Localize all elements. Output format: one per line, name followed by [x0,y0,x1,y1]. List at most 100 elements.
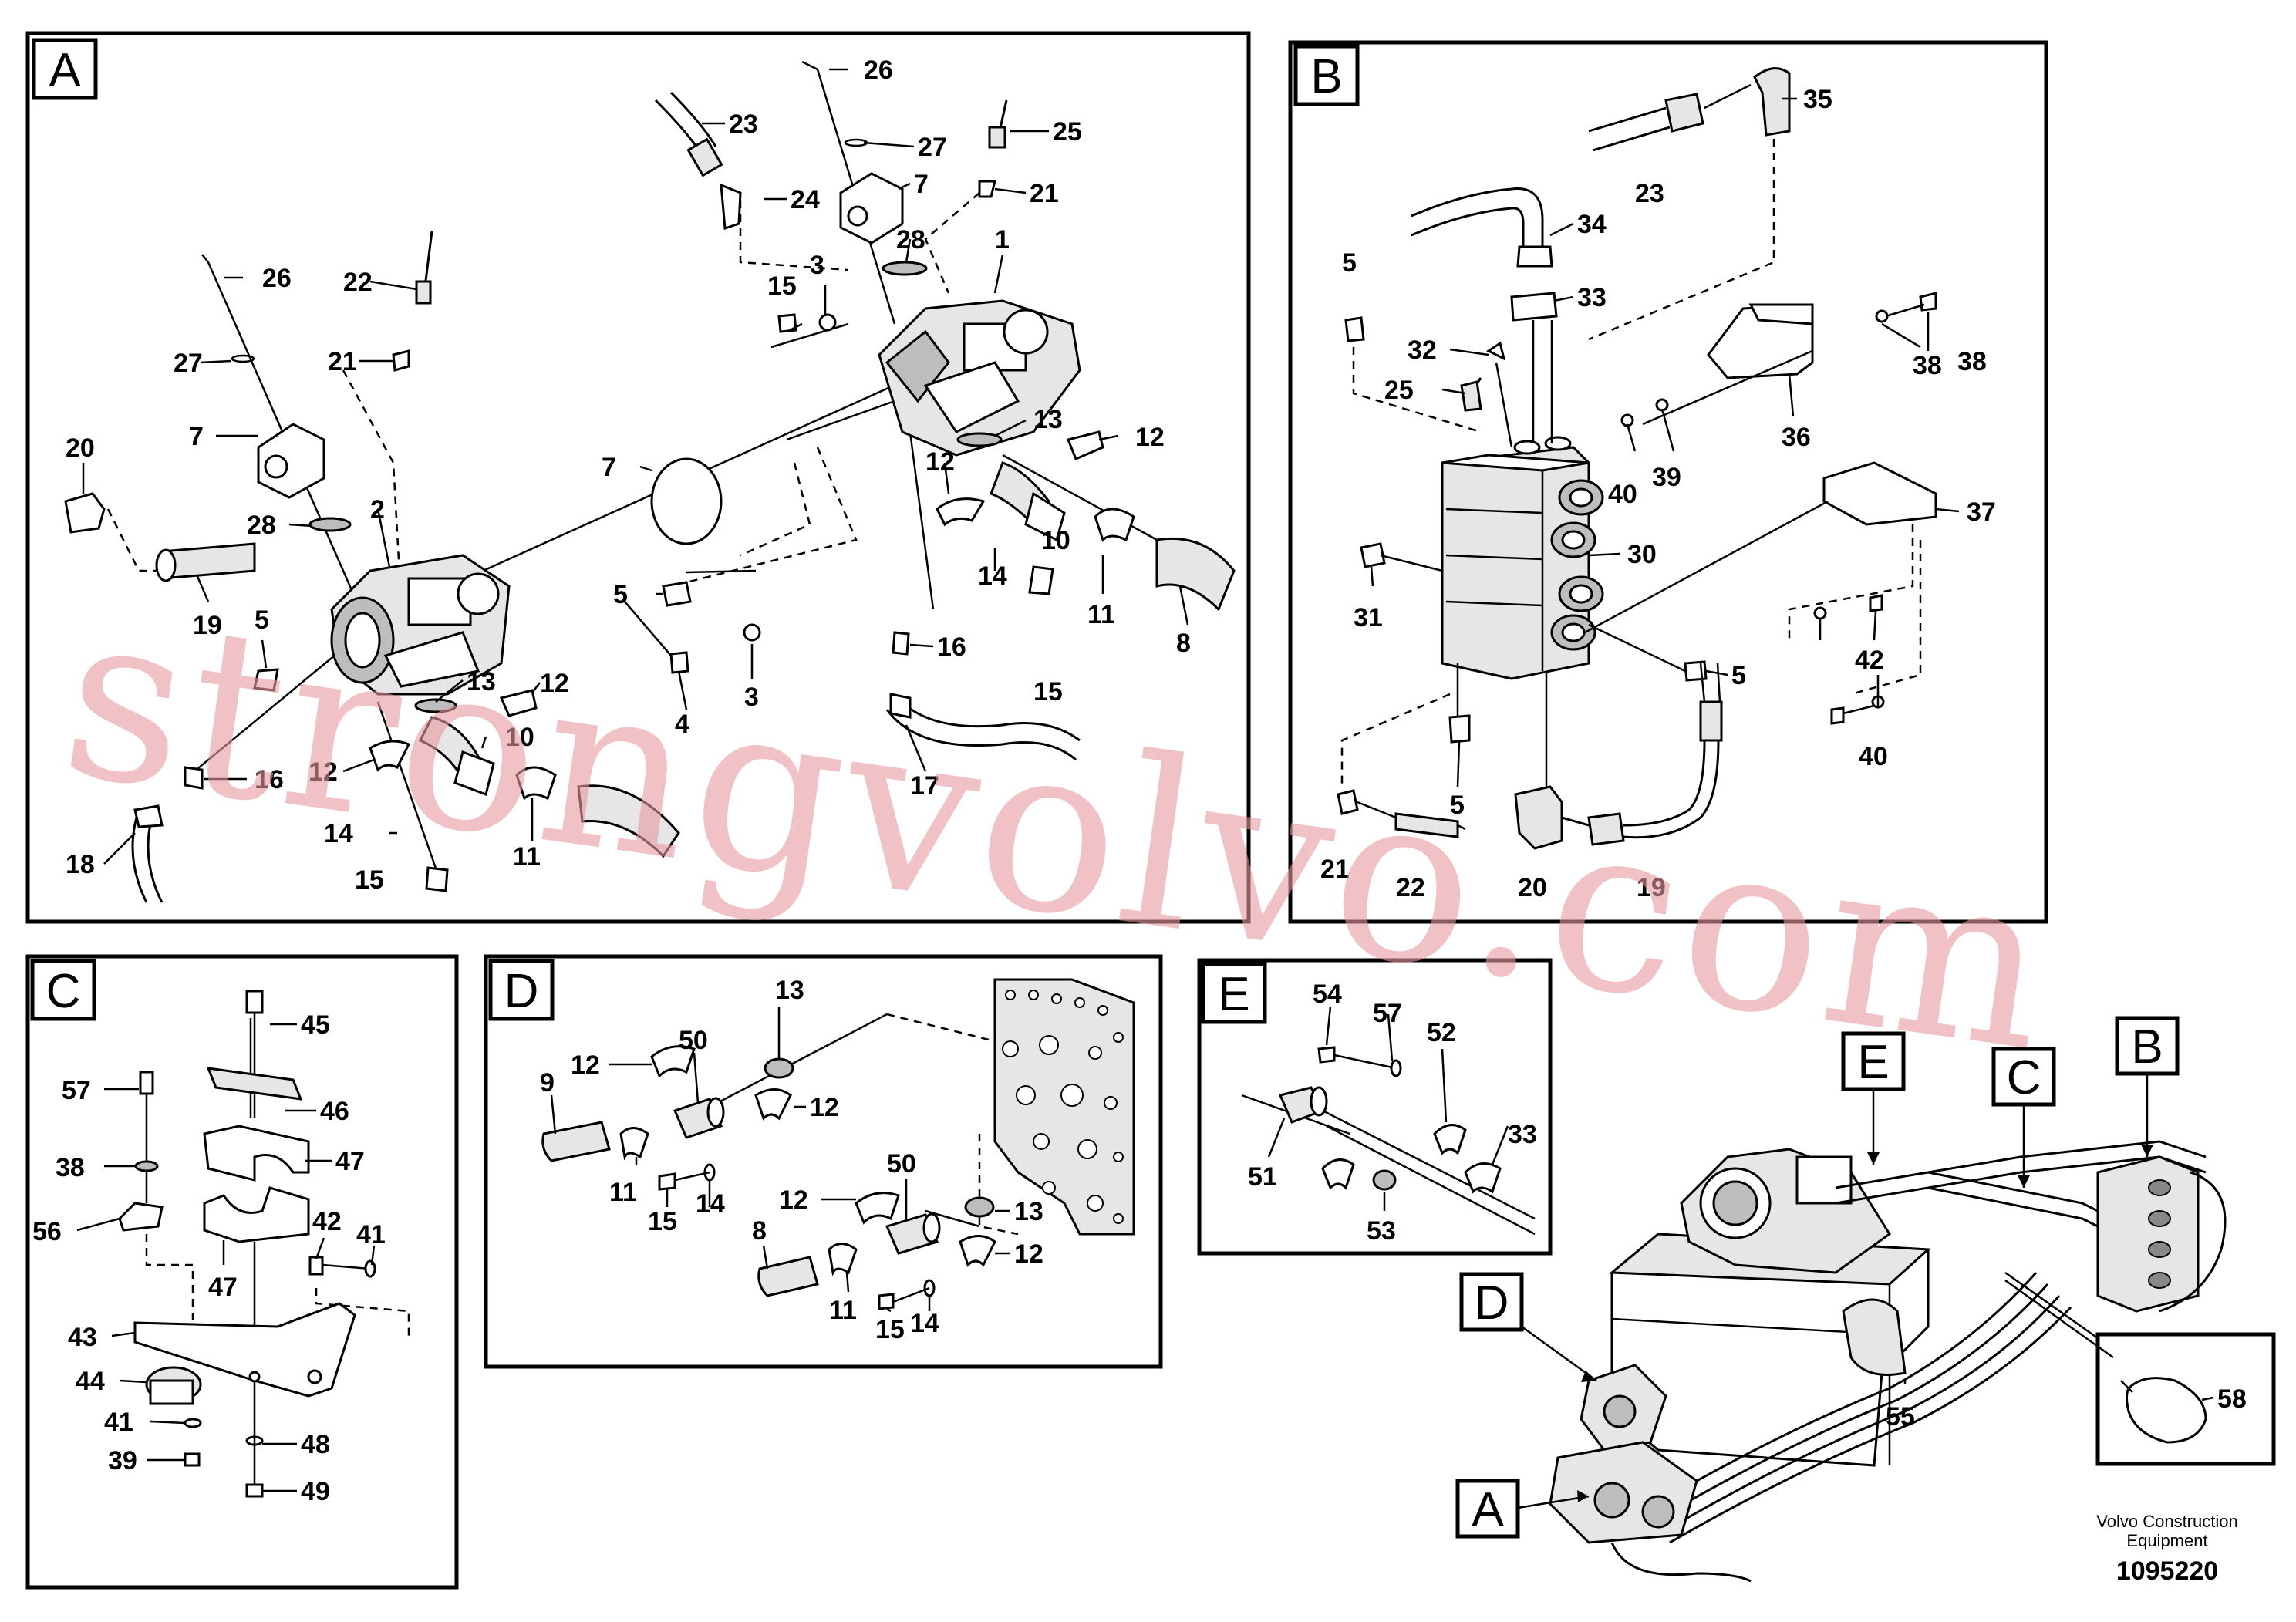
fitting-16-left [184,766,204,790]
oring-13-d-top [764,1057,794,1079]
fitting-23 [686,137,723,177]
dash-5 [670,447,858,588]
panel-a-frame [25,31,1251,924]
overview-tag-c: C [2007,1051,2041,1104]
panel-c: C [25,954,459,1590]
bolt-4 [669,651,689,674]
clamp-e-lower [1321,1158,1355,1190]
dash-42 [315,1288,410,1338]
panel-c-tag: C [46,965,81,1018]
panel-b-callouts: 35 23 34 33 5 32 25 38 38 36 40 39 37 30… [1320,85,1996,902]
clamp-11-left [515,766,557,801]
panel-e-frame [1197,958,1553,1256]
callout-b-35: 36 [1782,423,1811,452]
block-7-right [839,172,904,244]
callout-a-1: 1 [995,225,1010,255]
callout-a-2: 2 [370,495,385,524]
callout-c-42: 42 [312,1207,342,1236]
block-7-left [257,423,325,499]
washer-38-c [134,1160,159,1172]
washer-57 [1390,1059,1402,1077]
callout-a-4: 4 [675,710,689,739]
callout-a-5-left: 5 [255,605,269,635]
detail-58-frame [2095,1332,2276,1466]
fitting-16-right [892,631,910,656]
hose-22-b [1394,812,1459,838]
callout-c-56: 56 [32,1217,62,1246]
panel-e-tag-box [1201,962,1267,1024]
callout-b-19: 19 [1637,873,1666,902]
callout-b-25: 25 [1384,376,1414,405]
callout-a-26-left: 26 [262,264,292,293]
footer-drawing-number: 1095220 [2116,1556,2218,1586]
callout-b-20: 20 [1518,873,1547,902]
callout-c-47-bottom: 47 [208,1273,238,1302]
callout-a-18: 18 [66,850,95,879]
elbow-20-b [1514,785,1563,850]
callout-b-23: 23 [1635,179,1664,208]
callout-a-11-right: 11 [1087,600,1115,629]
callout-c-38: 38 [56,1153,85,1182]
callout-c-39: 39 [108,1446,137,1475]
callout-c-45: 45 [301,1010,330,1040]
panel-a-callouts: 26 23 27 25 7 24 21 28 1 3 15 13 12 12 1… [66,56,1191,895]
oring-13-left [414,698,457,713]
overview-hose-55 [1642,1272,2038,1513]
footer-company: Volvo Construction [2096,1512,2237,1531]
callout-a-16-left: 16 [255,765,284,794]
callout-b-37: 38 [1957,347,1987,376]
callout-b-40: 42 [1855,646,1884,675]
panel-e-tag: E [1218,968,1249,1021]
callout-c-41-right: 41 [356,1220,386,1249]
overview-tag-d-box [1459,1272,1524,1332]
bolt-line-15b [376,701,441,880]
pump-1 [878,299,1081,457]
callout-b-38-mid: 39 [1652,463,1681,492]
panel-b-tag-box [1293,44,1360,106]
clamp-11-d-bottom [828,1243,858,1276]
callout-e-57: 57 [1373,999,1402,1028]
nut-39 [184,1452,201,1467]
callout-a-20: 20 [66,433,95,463]
callout-d-12-bottom-a: 12 [779,1185,808,1215]
callout-c-41-left: 41 [104,1408,133,1437]
hose-17 [893,693,1081,742]
hose-8 [1155,537,1236,612]
dash-21-left [342,369,403,602]
callout-a-15-top: 15 [767,271,797,301]
overview-machine: A B C D E 55 58 [1455,1016,2276,1583]
callout-e-51: 51 [1248,1162,1277,1192]
overview-tag-e-box [1841,1031,1906,1091]
hose-8-left [577,784,680,858]
panel-c-tag-box [30,959,96,1021]
bracket-43 [133,1302,356,1398]
clamp-11-right [1094,508,1135,542]
pipe-19-b [1623,740,1706,827]
callout-a-10-right: 10 [1041,526,1070,555]
panel-d-callouts: 13 12 50 9 12 11 15 14 8 12 50 13 12 11 … [540,976,1043,1344]
dash-56 [145,1234,194,1323]
oring-13-d-bottom [964,1196,995,1218]
callout-d-11-top: 11 [609,1178,637,1207]
callout-d-12-top-b: 12 [810,1093,839,1122]
callout-d-14-top: 14 [696,1189,725,1219]
callout-overview-58: 58 [2217,1384,2247,1414]
bolt-26-right [801,60,818,71]
fitting-5-b-bottom [1448,714,1471,744]
callout-d-14-bottom: 14 [910,1309,939,1338]
valve-plate [993,978,1135,1236]
clamp-52 [1433,1124,1467,1155]
valve-block-29 [1441,436,1604,680]
bracket-36 [1822,461,1937,526]
bolt-26-left [201,254,209,263]
bolt-15-top [777,313,797,333]
plate-46 [206,1067,303,1101]
callout-a-3-top: 3 [810,251,824,280]
dash-38 [1850,540,1922,696]
callout-a-7-right: 7 [914,170,929,199]
callout-d-50-top: 50 [679,1026,708,1055]
callout-a-12-right-b: 12 [1135,423,1165,452]
callout-a-16-right: 16 [937,632,966,662]
callout-d-13-top: 13 [775,976,804,1005]
callout-a-26-right: 26 [864,56,893,85]
